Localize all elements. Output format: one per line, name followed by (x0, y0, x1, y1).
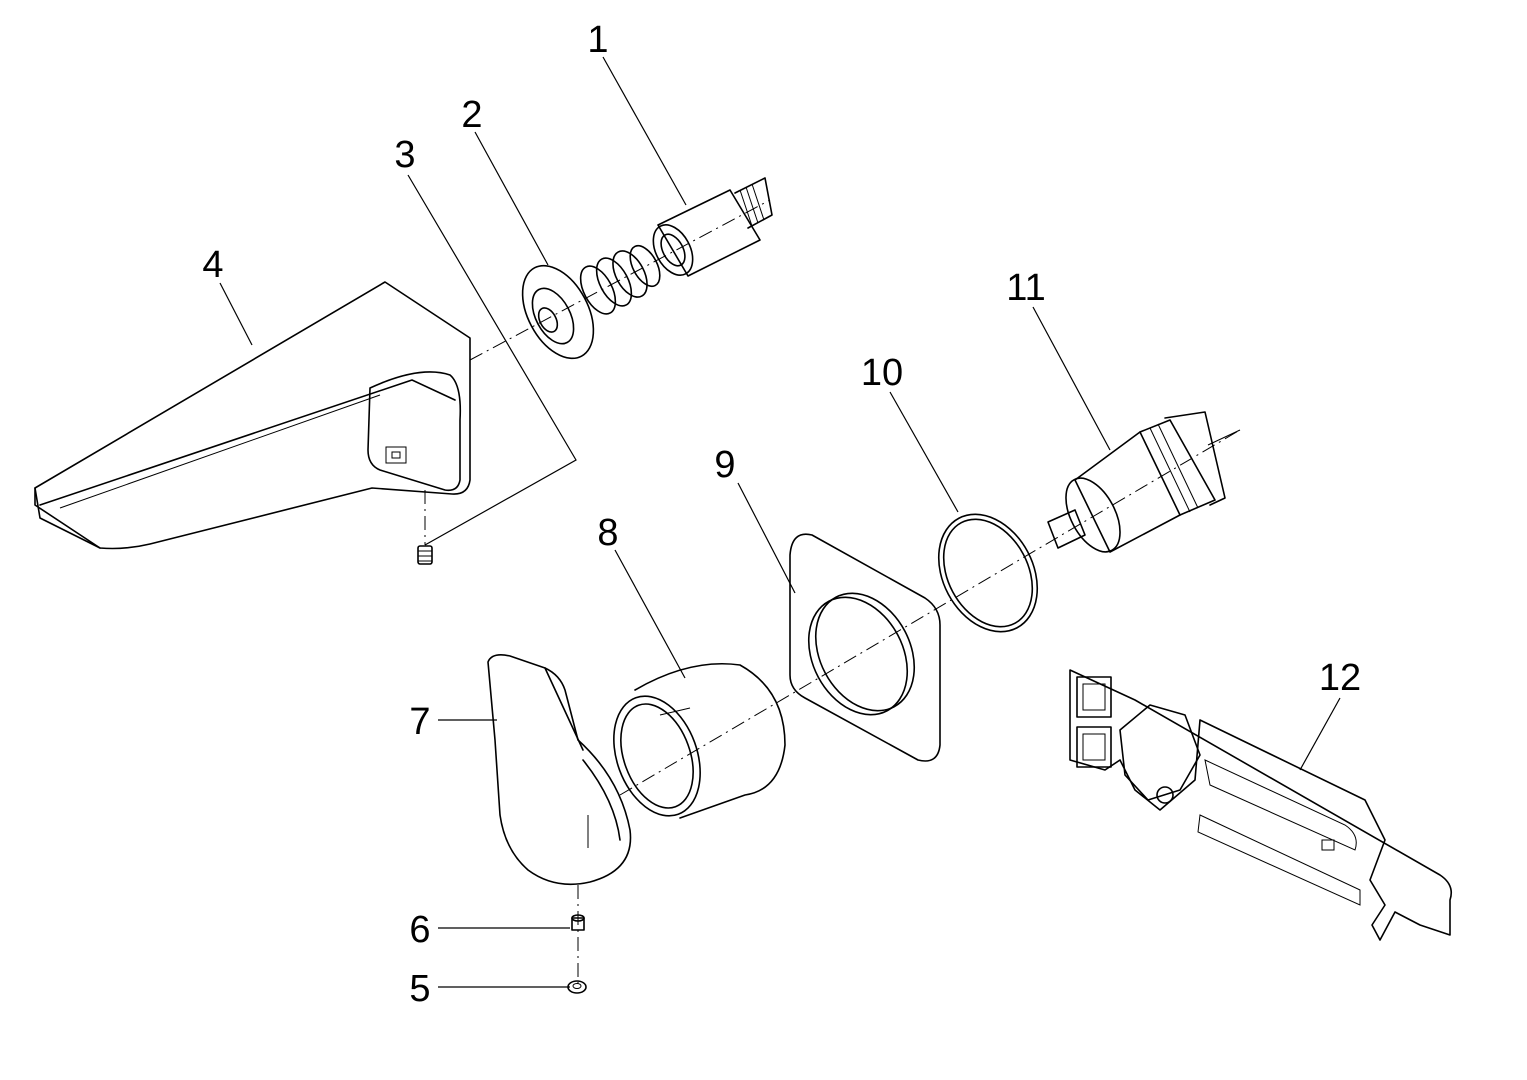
assembly-axes (424, 199, 1241, 985)
callout-labels: 1 2 3 4 5 6 7 8 9 10 11 12 (202, 19, 1361, 1010)
installation-tool-part (1069, 669, 1453, 941)
callout-3: 3 (394, 134, 415, 176)
leader-12 (1299, 697, 1341, 771)
leader-11 (1032, 306, 1111, 451)
cover-plate-part (789, 533, 941, 762)
cap-part (567, 980, 587, 994)
callout-1: 1 (587, 19, 608, 61)
lever-handle-part (487, 654, 632, 886)
callout-5: 5 (409, 968, 430, 1010)
leader-10 (889, 391, 959, 513)
leader-lines (219, 56, 1341, 988)
leader-4 (219, 282, 253, 346)
callout-11: 11 (1006, 267, 1045, 309)
grub-screw-part (417, 545, 433, 565)
callout-4: 4 (202, 244, 223, 286)
leader-9 (737, 482, 796, 594)
leader-1 (602, 56, 687, 206)
leader-3 (407, 174, 577, 546)
wall-connector-part (521, 244, 661, 360)
callout-9: 9 (714, 444, 735, 486)
o-ring-part (937, 513, 1039, 633)
leader-8 (614, 549, 686, 679)
callout-2: 2 (461, 94, 482, 136)
callout-8: 8 (597, 512, 618, 554)
callout-12: 12 (1319, 657, 1361, 699)
spout-part (34, 281, 471, 550)
callout-6: 6 (409, 909, 430, 951)
handle-sleeve-part (613, 662, 786, 819)
callout-7: 7 (409, 701, 430, 743)
leader-2 (474, 131, 549, 266)
threaded-adapter-part (652, 177, 773, 277)
cartridge-part (1047, 411, 1241, 553)
callout-10: 10 (861, 352, 903, 394)
screw-part (571, 914, 585, 931)
